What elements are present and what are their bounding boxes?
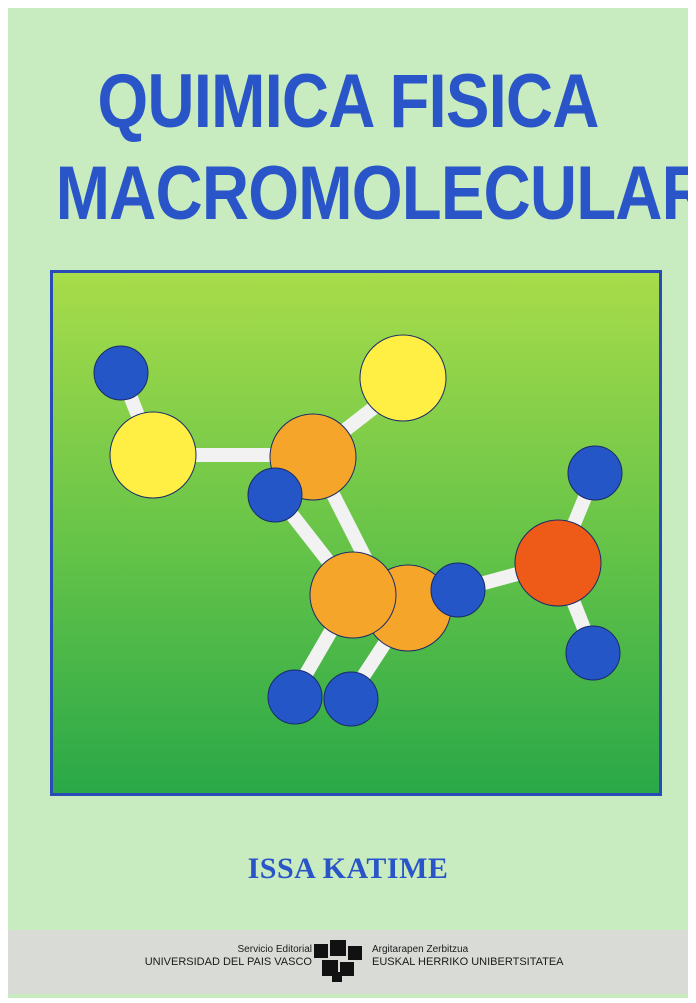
book-cover: QUIMICA FISICA MACROMOLECULAR (8, 8, 688, 998)
publisher-band: Servicio Editorial UNIVERSIDAD DEL PAIS … (8, 930, 688, 994)
molecule-illustration (50, 270, 662, 796)
publisher-left-line1: Servicio Editorial (237, 944, 312, 955)
atom-blue (323, 671, 379, 727)
atom-orange (309, 551, 397, 639)
title-line-1: QUIMICA FISICA (97, 59, 599, 144)
atom-yellow (109, 411, 197, 499)
atom-blue (567, 445, 623, 501)
publisher-right-line2: EUSKAL HERRIKO UNIBERTSITATEA (372, 956, 564, 968)
title-line-2: MACROMOLECULAR (55, 151, 688, 236)
atom-blue (430, 562, 486, 618)
university-logo-icon (314, 940, 362, 982)
publisher-left: Servicio Editorial UNIVERSIDAD DEL PAIS … (145, 944, 312, 968)
molecule-svg (53, 273, 659, 793)
atom-blue (247, 467, 303, 523)
atoms (93, 334, 623, 727)
publisher-right: Argitarapen Zerbitzua EUSKAL HERRIKO UNI… (372, 944, 564, 968)
atom-yellow (359, 334, 447, 422)
author-name: ISSA KATIME (247, 852, 449, 885)
atom-blue (93, 345, 149, 401)
atom-blue (565, 625, 621, 681)
atom-blue (267, 669, 323, 725)
atom-red (514, 519, 602, 607)
publisher-left-line2: UNIVERSIDAD DEL PAIS VASCO (144, 956, 312, 968)
publisher-right-line1: Argitarapen Zerbitzua (372, 944, 469, 955)
